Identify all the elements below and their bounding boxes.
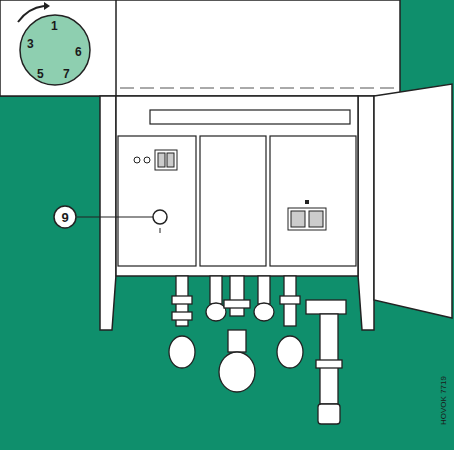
panel-trim	[150, 110, 350, 124]
callout-text: 9	[62, 211, 69, 224]
indicator-lamp	[134, 157, 140, 163]
switch-rocker	[291, 211, 305, 227]
casing-seam	[120, 88, 395, 89]
dial-number: 7	[63, 68, 70, 80]
switch-rocker	[167, 153, 174, 167]
control-panel	[116, 96, 358, 276]
switch-rocker	[158, 153, 165, 167]
dial-number: 3	[27, 38, 34, 50]
figure-code: HOVOK 7719	[438, 376, 447, 425]
callout-number: 9	[53, 205, 77, 229]
dial-number: 1	[51, 20, 58, 32]
control-knob	[153, 210, 167, 224]
dial-number: 5	[37, 68, 44, 80]
casing-side	[358, 96, 374, 330]
knob-mark	[160, 228, 161, 233]
panel-door	[374, 84, 452, 318]
leader-line	[77, 216, 153, 217]
panel-bay	[118, 136, 196, 266]
switch	[155, 150, 177, 170]
casing-top	[0, 0, 400, 96]
switch	[288, 208, 326, 230]
panel-bay	[270, 136, 356, 266]
pipe-connections	[169, 276, 346, 424]
switch-rocker	[309, 211, 323, 227]
indicator-lamp	[144, 157, 150, 163]
setting-dial: 1 67 5 3	[19, 14, 91, 86]
panel-bay	[200, 136, 266, 266]
arrow-head	[44, 2, 50, 10]
switch-mark	[305, 200, 309, 204]
dial-number: 6	[75, 46, 82, 58]
casing-side	[100, 96, 116, 330]
inset-frame	[0, 0, 116, 96]
